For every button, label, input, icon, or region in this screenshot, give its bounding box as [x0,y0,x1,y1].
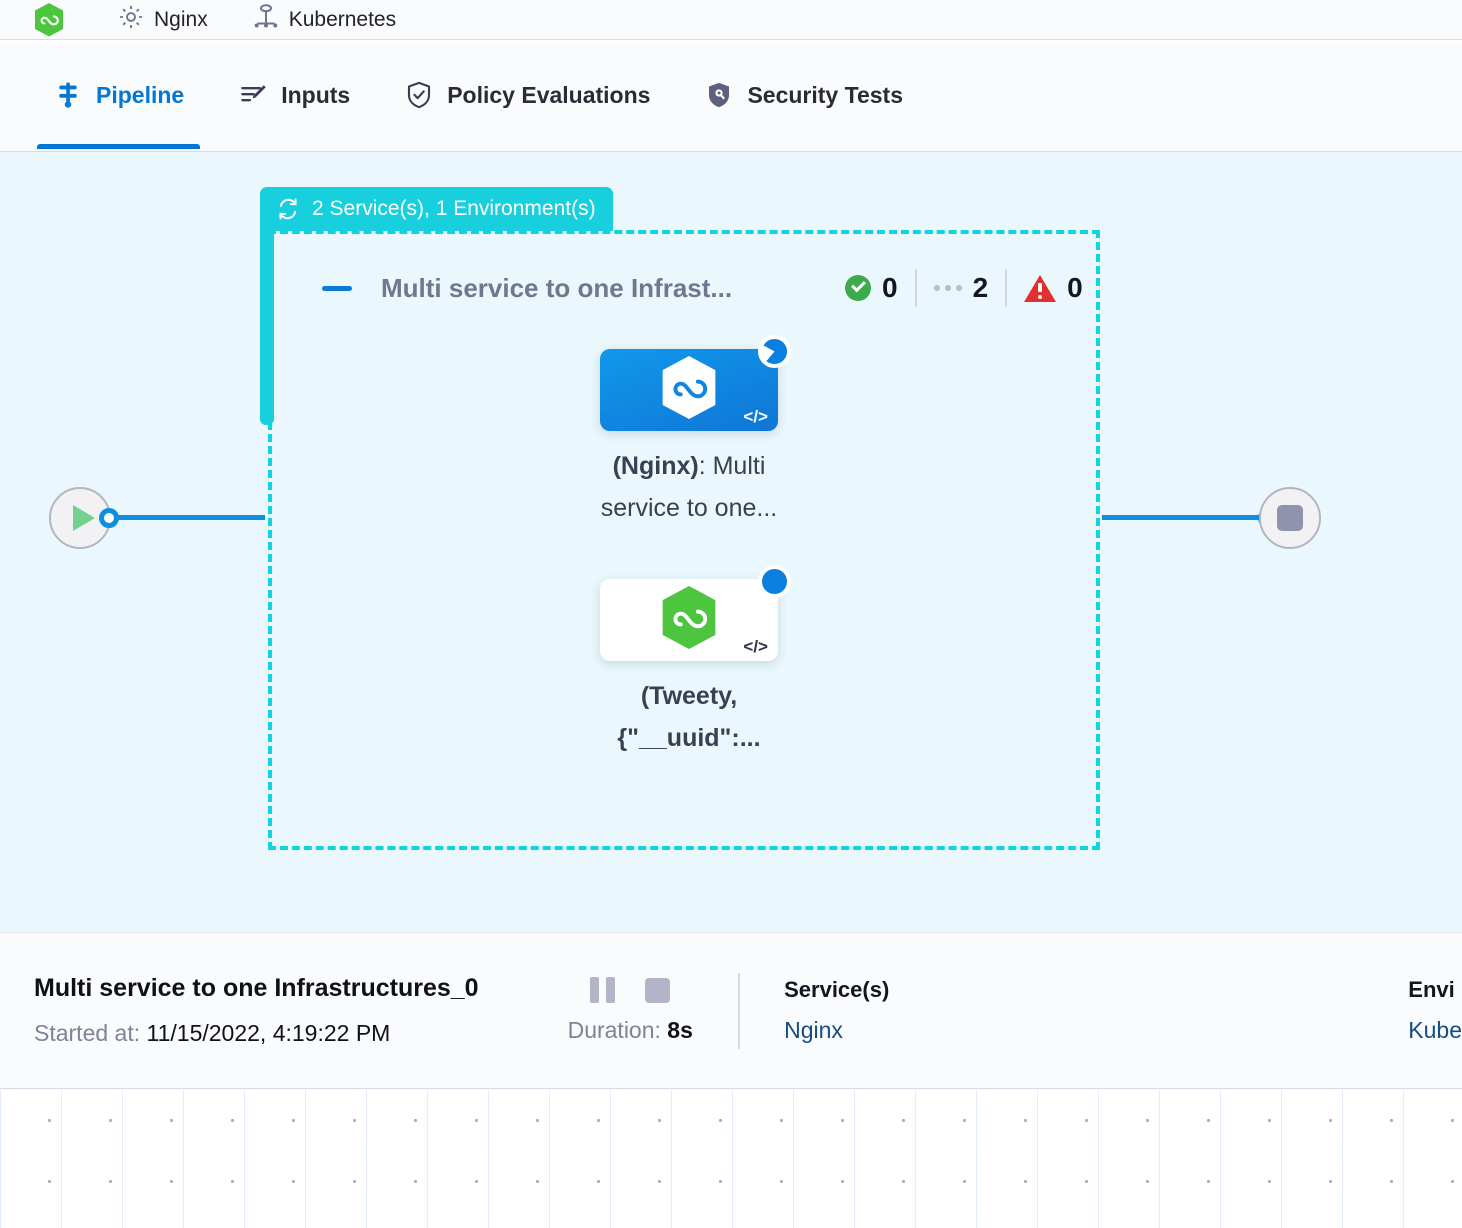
minus-icon[interactable] [322,286,352,291]
stage-title: Multi service to one Infrast... [381,273,733,303]
edge-group-to-end [1102,515,1266,520]
error-warning-icon [1024,274,1057,302]
breadcrumb-item-1-label: Nginx [154,7,208,31]
group-rail-bar [260,230,274,425]
harness-hex-white-icon [660,355,718,425]
started-at-label: Started at: [34,1020,141,1046]
breadcrumb-item-2-label: Kubernetes [288,7,397,31]
environments-value[interactable]: Kube [1408,1017,1462,1043]
harness-hex-green-icon [660,585,718,655]
code-icon: </> [743,637,768,656]
execution-title: Multi service to one Infrastructures_0 [34,974,479,1002]
services-heading: Service(s) [784,977,890,1002]
pipeline-icon [53,80,83,110]
pending-dots-icon [933,285,962,291]
stop-icon [1277,505,1303,531]
divider [738,972,741,1049]
tab-inputs-label: Inputs [281,81,351,108]
start-node-port [99,508,119,528]
duration-label: Duration: [567,1017,661,1043]
step-node-nginx[interactable]: </> (Nginx): Multi service to one... [600,335,791,522]
step-card[interactable]: </> [600,335,791,431]
loop-repeat-icon [275,196,301,222]
started-at-value: 11/15/2022, 4:19:22 PM [146,1020,391,1046]
step-status-running-icon [758,565,791,598]
success-check-icon [845,275,871,301]
count-pending-value: 2 [972,272,989,303]
log-grid-background [0,1090,1462,1228]
divider [1005,269,1008,307]
tab-pipeline-label: Pipeline [96,81,185,108]
step-status-running-icon [758,335,791,368]
tab-security-tests[interactable]: Security Tests [688,41,919,149]
pipeline-end-node[interactable] [1259,487,1321,549]
breadcrumb-item-service-logo[interactable] [34,2,73,37]
count-error: 0 [1007,272,1100,304]
execution-summary: Multi service to one Infrastructures_0 S… [0,974,522,1047]
services-column: Service(s) Nginx [740,977,889,1044]
divider [914,269,917,307]
edge-start-to-group [117,515,265,520]
duration-value: 8s [667,1017,693,1043]
environments-heading: Envi [1408,977,1455,1002]
step-node-nginx-label: (Nginx): Multi service to one... [573,445,805,529]
inputs-icon [238,80,268,110]
count-success-value: 0 [882,272,898,303]
tab-pipeline[interactable]: Pipeline [37,41,201,149]
step-label-rest: : Multi service to one... [600,452,778,522]
step-node-tweety-label: (Tweety, {"__uuid":... [617,682,761,752]
stop-icon[interactable] [645,977,671,1003]
code-icon: </> [743,407,768,426]
tab-security-tests-label: Security Tests [747,81,903,108]
tab-policy-evaluations-label: Policy Evaluations [447,81,651,108]
step-label-bold: (Nginx) [612,452,699,480]
tab-inputs[interactable]: Inputs [222,41,366,149]
group-container-box[interactable] [268,230,1100,850]
harness-hex-green-icon [34,2,64,37]
tab-bar: Pipeline Inputs Policy Evaluations [0,41,1462,152]
pause-icon[interactable] [590,977,616,1003]
step-card[interactable]: </> [600,565,791,661]
kubernetes-icon [252,3,280,36]
shield-security-icon [704,80,734,110]
group-badge[interactable]: 2 Service(s), 1 Environment(s) [260,187,613,231]
gear-icon [117,3,145,36]
step-node-tweety[interactable]: </> (Tweety, {"__uuid":... [600,565,791,752]
execution-duration: Duration: 8s [522,1017,738,1044]
execution-started-at: Started at: 11/15/2022, 4:19:22 PM [34,1020,522,1047]
group-badge-label: 2 Service(s), 1 Environment(s) [312,197,596,220]
breadcrumb-item-environment[interactable]: Kubernetes [252,3,396,36]
execution-controls: Duration: 8s [522,977,738,1044]
play-icon [72,505,95,531]
count-pending: 2 [917,272,1006,304]
count-error-value: 0 [1067,272,1083,303]
breadcrumb: Nginx Kubernetes [0,0,1462,40]
stage-header[interactable]: Multi service to one Infrast... [322,273,732,304]
execution-info-bar: Multi service to one Infrastructures_0 S… [0,932,1462,1089]
breadcrumb-item-service[interactable]: Nginx [117,3,208,36]
tab-policy-evaluations[interactable]: Policy Evaluations [388,41,666,149]
environments-column: Envi Kube [1364,977,1462,1044]
services-value[interactable]: Nginx [784,1017,843,1043]
shield-check-icon [404,80,434,110]
count-success: 0 [845,272,915,304]
pipeline-canvas[interactable]: 2 Service(s), 1 Environment(s) Multi ser… [0,152,1462,932]
stage-status-counts: 0 2 0 [845,269,1100,307]
